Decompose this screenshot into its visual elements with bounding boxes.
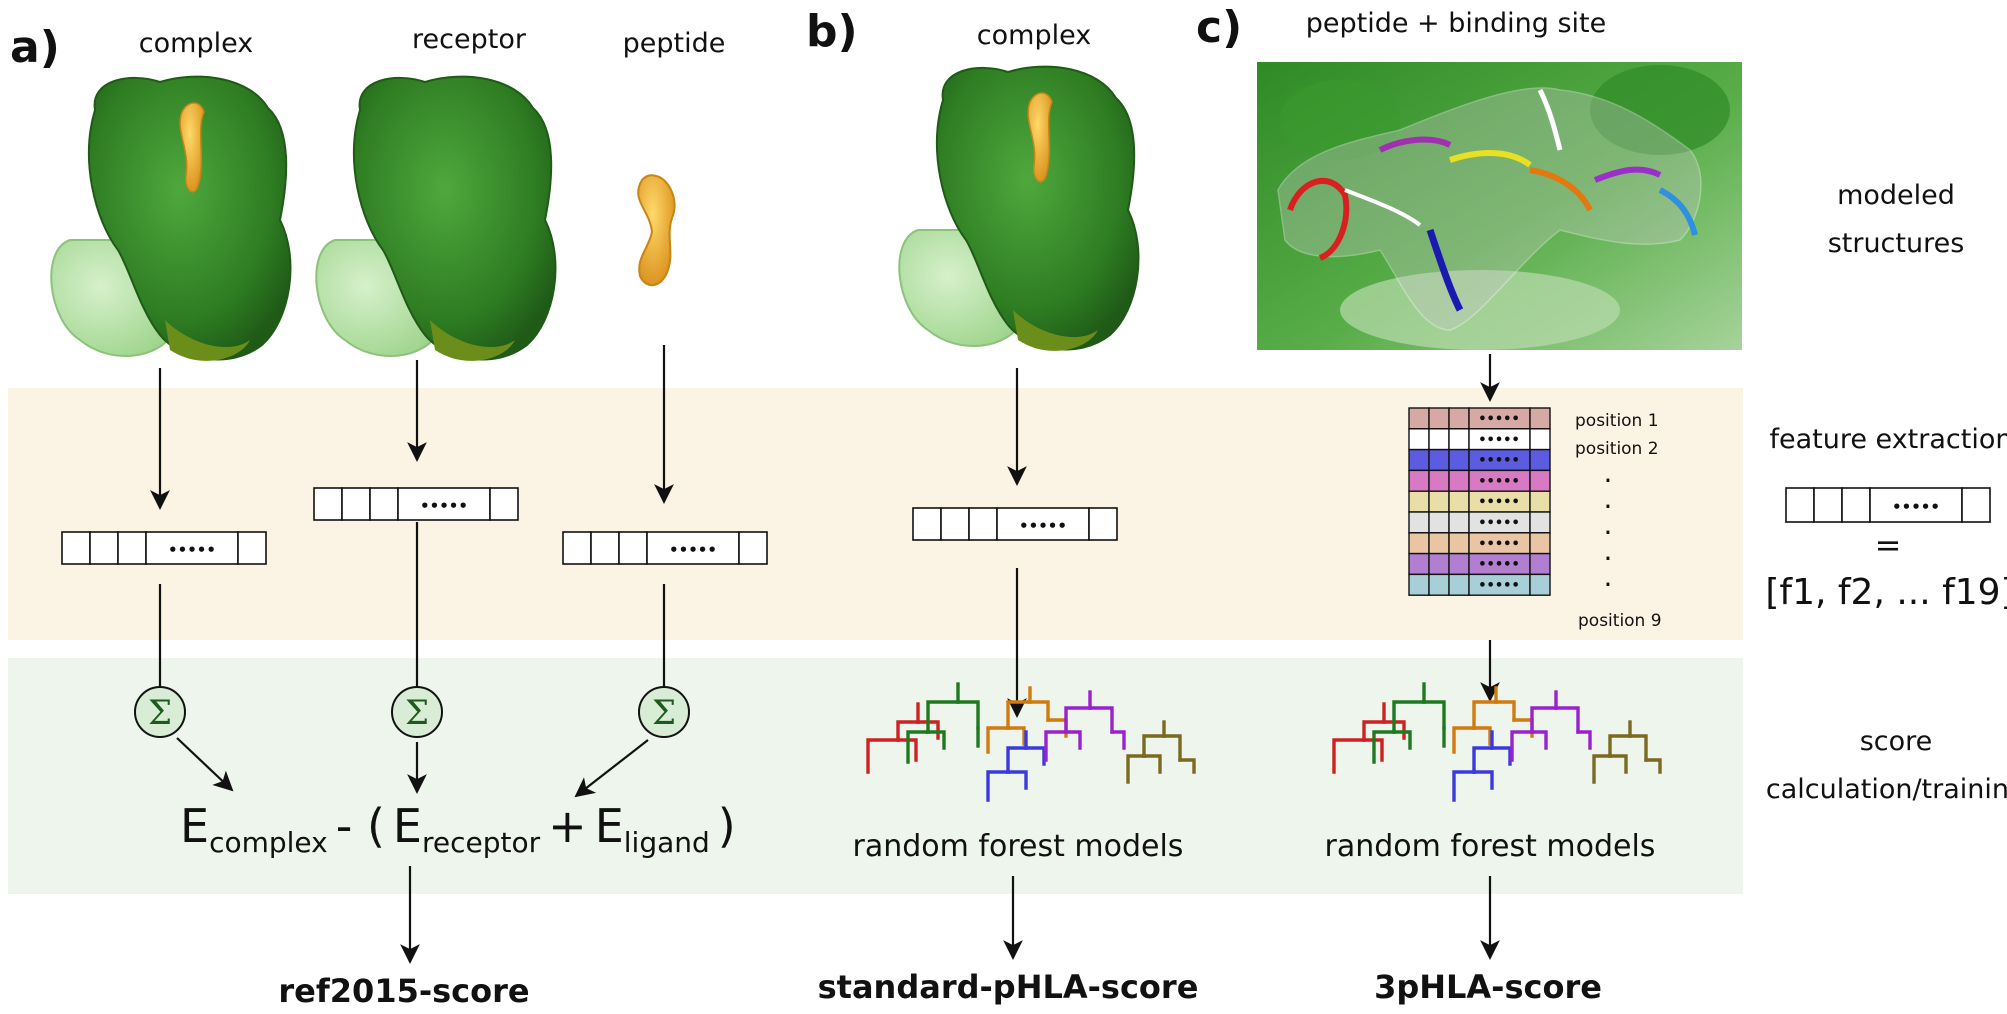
connectors bbox=[150, 345, 1500, 964]
vector-dots: ••••• bbox=[1478, 558, 1520, 573]
decision-tree bbox=[1452, 730, 1512, 802]
sum-symbol: Σ bbox=[405, 693, 429, 733]
position-row: ••••• bbox=[1408, 552, 1551, 576]
feature-vector-complex: ••••• bbox=[61, 531, 267, 565]
sum-node-receptor: Σ bbox=[391, 686, 443, 738]
position-label-2: position 2 bbox=[1575, 439, 1659, 459]
vector-dots: ••••• bbox=[1478, 474, 1520, 489]
vector-dots: ••••• bbox=[669, 541, 717, 559]
stage-modeled-line1: modeled bbox=[1837, 180, 1955, 211]
position-row: ••••• bbox=[1408, 448, 1551, 472]
decision-tree bbox=[906, 682, 980, 764]
position-row: ••••• bbox=[1408, 490, 1551, 513]
position-row: ••••• bbox=[1408, 511, 1551, 534]
stage-score-line1: score bbox=[1860, 726, 1933, 757]
feature-vector-legend: ••••• bbox=[1785, 487, 1991, 523]
position-row: ••••• bbox=[1408, 532, 1551, 555]
sum-node-peptide: Σ bbox=[638, 686, 690, 738]
vector-dots: ••••• bbox=[420, 497, 468, 515]
position-row: ••••• bbox=[1408, 428, 1551, 451]
peptide-structure-a bbox=[637, 174, 676, 286]
position-label-1: position 1 bbox=[1575, 411, 1659, 431]
eq-sub-ligand: ligand bbox=[624, 826, 710, 859]
heading-complex: complex bbox=[139, 28, 253, 59]
eq-e-receptor: E bbox=[393, 799, 422, 853]
vector-dots: ••••• bbox=[1478, 433, 1520, 448]
feature-legend-equals: = bbox=[1875, 526, 1902, 564]
vector-dots: ••••• bbox=[1892, 498, 1940, 516]
receptor-structure-a bbox=[315, 75, 557, 361]
heading-peptide: peptide bbox=[623, 28, 726, 59]
eq-minus-paren: - ( bbox=[336, 799, 385, 853]
energy-equation: Ecomplex- (Ereceptor+Eligand) bbox=[180, 799, 736, 859]
score-standard-phla: standard-pHLA-score bbox=[818, 968, 1199, 1006]
eq-e-complex: E bbox=[180, 799, 209, 853]
feature-vector-complex-b: ••••• bbox=[912, 507, 1118, 541]
stage-modeled-line2: structures bbox=[1828, 228, 1965, 259]
position-row: ••••• bbox=[1408, 469, 1551, 492]
vector-dots: ••••• bbox=[1478, 578, 1520, 593]
decision-tree bbox=[1372, 682, 1446, 764]
score-3phla: 3pHLA-score bbox=[1374, 968, 1602, 1006]
position-row: ••••• bbox=[1408, 407, 1551, 430]
vector-dots: ••••• bbox=[1478, 454, 1520, 469]
position-feature-matrix: ••••• ••••• ••••• ••••• ••••• ••••• ••••• •••••… bbox=[1408, 407, 1551, 596]
decision-tree bbox=[1126, 720, 1196, 784]
decision-tree bbox=[986, 730, 1046, 802]
vector-dots: ••••• bbox=[1478, 516, 1520, 531]
decision-tree bbox=[1592, 720, 1662, 784]
position-ellipsis-2: · bbox=[1604, 490, 1613, 523]
random-forest-c bbox=[1332, 682, 1662, 802]
vector-dots: ••••• bbox=[168, 541, 216, 559]
position-label-9: position 9 bbox=[1578, 611, 1662, 631]
sum-symbol: Σ bbox=[652, 693, 676, 733]
decision-tree bbox=[1510, 690, 1592, 762]
heading-receptor: receptor bbox=[412, 24, 527, 55]
eq-close-paren: ) bbox=[718, 799, 736, 853]
eq-plus: + bbox=[548, 799, 587, 853]
feature-vector-peptide: ••••• bbox=[562, 531, 768, 565]
random-forest-b bbox=[866, 682, 1196, 802]
stage-feature-extraction: feature extraction bbox=[1770, 424, 2007, 455]
feature-vector-receptor: ••••• bbox=[313, 487, 519, 521]
sum-symbol: Σ bbox=[148, 693, 172, 733]
panel-label-b: b) bbox=[806, 6, 858, 57]
feature-legend-formula: [f1, f2, ... f19] bbox=[1765, 572, 2007, 613]
decision-tree bbox=[1044, 690, 1126, 762]
sum-node-complex: Σ bbox=[134, 686, 186, 738]
svg-text:Ecomplex- (Ereceptor+Eligand): Ecomplex- (Ereceptor+Eligand) bbox=[180, 799, 736, 859]
vector-dots: ••••• bbox=[1478, 495, 1520, 510]
panel-label-c: c) bbox=[1196, 2, 1242, 53]
eq-sub-complex: complex bbox=[209, 826, 328, 859]
position-ellipsis-3: · bbox=[1604, 516, 1613, 549]
position-ellipsis-5: · bbox=[1604, 568, 1613, 601]
heading-binding-site: peptide + binding site bbox=[1306, 8, 1607, 39]
position-row: ••••• bbox=[1408, 573, 1551, 596]
vector-dots: ••••• bbox=[1019, 517, 1067, 535]
position-ellipsis-1: · bbox=[1604, 464, 1613, 497]
eq-e-ligand: E bbox=[595, 799, 624, 853]
decision-tree bbox=[1332, 702, 1406, 774]
models-label-c: random forest models bbox=[1325, 829, 1656, 864]
complex-structure-b bbox=[898, 65, 1140, 351]
vector-dots: ••••• bbox=[1478, 412, 1520, 427]
eq-sub-receptor: receptor bbox=[422, 826, 541, 859]
heading-complex-b: complex bbox=[977, 20, 1091, 51]
score-ref2015: ref2015-score bbox=[278, 972, 529, 1010]
binding-site-render bbox=[1257, 62, 1742, 350]
stage-score-line2: calculation/training bbox=[1766, 774, 2007, 805]
position-ellipsis-4: · bbox=[1604, 542, 1613, 575]
models-label-b: random forest models bbox=[853, 829, 1184, 864]
complex-structure-a bbox=[50, 75, 292, 361]
panel-label-a: a) bbox=[10, 22, 60, 73]
vector-dots: ••••• bbox=[1478, 537, 1520, 552]
